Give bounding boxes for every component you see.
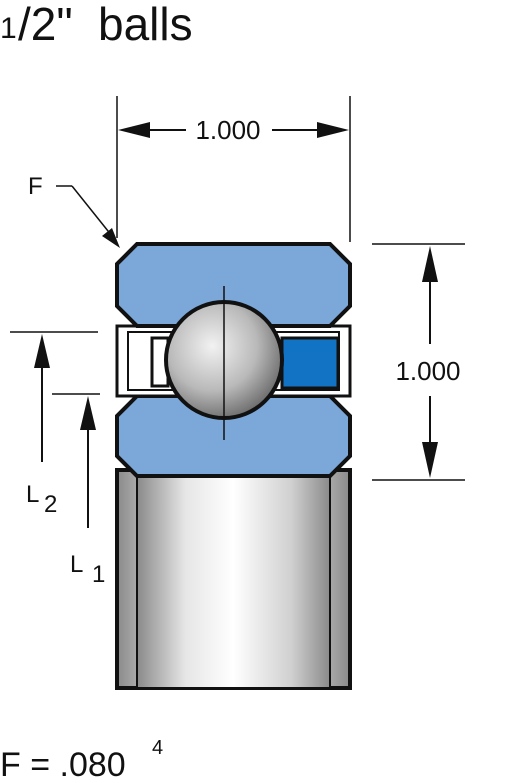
height-dimension-value: 1.000 xyxy=(395,356,460,386)
inner-race xyxy=(115,394,352,478)
l1-label-subscript: 1 xyxy=(92,561,105,588)
footnote-text: F = .080 xyxy=(0,746,126,783)
title-word: balls xyxy=(98,0,193,50)
l1-label-letter: L xyxy=(70,551,83,578)
outer-race xyxy=(115,242,352,328)
chamfer-label: F xyxy=(28,173,43,200)
width-arrow-left xyxy=(118,122,150,138)
height-arrow-bottom xyxy=(422,442,438,478)
chamfer-leader-arrow xyxy=(102,228,120,248)
chamfer-leader-diagonal xyxy=(71,185,113,237)
l2-label-letter: L xyxy=(26,481,39,508)
title-fraction-numerator: 1 xyxy=(0,12,17,45)
width-dimension-value: 1.000 xyxy=(195,115,260,145)
footnote-superscript: 4 xyxy=(152,737,163,759)
width-arrow-right xyxy=(317,122,349,138)
height-arrow-top xyxy=(422,246,438,282)
shaft-inner-face xyxy=(136,475,331,689)
title-fraction-rest: /2" xyxy=(18,0,73,50)
l2-label-subscript: 2 xyxy=(44,491,57,518)
l1-arrow xyxy=(80,396,96,430)
l2-arrow xyxy=(34,334,50,368)
separator-right xyxy=(280,336,340,390)
